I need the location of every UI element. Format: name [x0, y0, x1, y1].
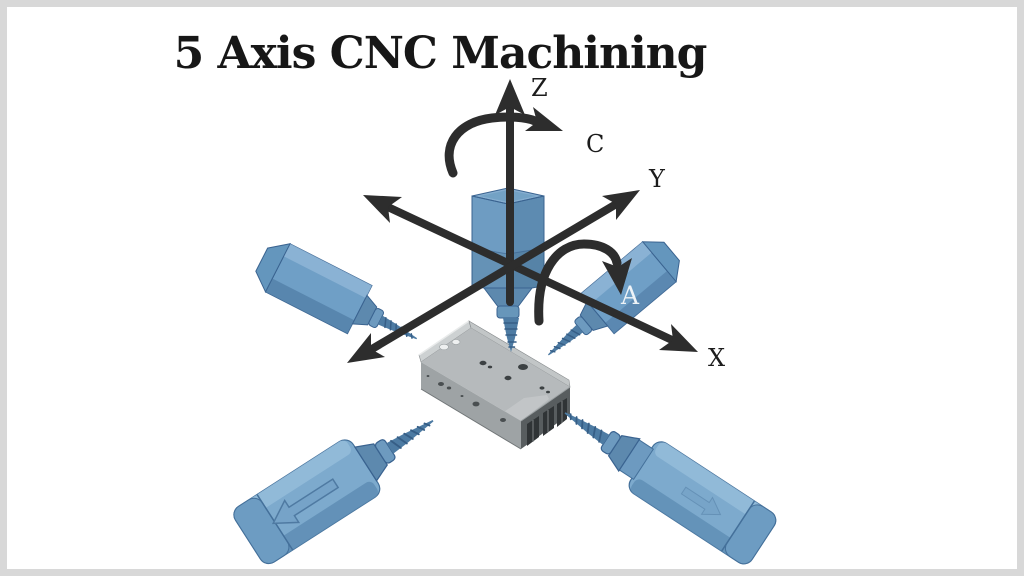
a-rotation-arrowhead-icon	[602, 258, 632, 295]
y-axis-line	[368, 199, 622, 353]
workpiece-hole	[504, 375, 512, 381]
workpiece-hole	[518, 364, 528, 370]
bottom-right-spindle-shade	[631, 479, 750, 564]
axes	[347, 79, 698, 363]
left-spindle-shade	[265, 278, 355, 334]
workpiece-hole	[487, 365, 493, 369]
c-rotation-arrowhead-icon	[525, 107, 563, 131]
z-axis-label: Z	[531, 74, 548, 102]
bottom-right-spindle	[553, 395, 777, 565]
vertical-spindle-body	[472, 196, 508, 292]
workpiece-hole	[426, 375, 430, 377]
workpiece-chamfer	[498, 395, 549, 421]
workpiece-hole	[472, 401, 480, 407]
workpiece-hole	[446, 386, 452, 390]
z-axis-arrowhead-icon	[495, 79, 525, 115]
workpiece-block	[418, 320, 571, 450]
y-axis-negative-arrowhead-icon	[347, 333, 385, 363]
workpiece-hole	[539, 386, 545, 390]
feed-direction-arrow-icon	[271, 478, 340, 525]
x-axis-line	[386, 204, 676, 344]
x-axis-arrowhead-icon	[659, 324, 698, 352]
a-rotation-arc	[534, 239, 622, 326]
feed-direction-arrow-icon	[680, 486, 722, 516]
page-title: 5 Axis CNC Machining	[174, 28, 707, 79]
x-axis-negative-arrowhead-icon	[363, 195, 402, 223]
bottom-left-spindle	[233, 402, 445, 565]
vertical-spindle-ring	[496, 305, 520, 319]
c-axis-label: C	[586, 130, 604, 158]
workpiece-hole	[438, 382, 444, 386]
left-spindle-highlight	[283, 243, 372, 299]
bottom-right-spindle-highlight	[655, 442, 774, 527]
y-axis-arrowhead-icon	[602, 190, 640, 220]
left-spindle	[255, 243, 425, 354]
workpiece-hole	[439, 343, 449, 351]
workpiece-hole	[479, 360, 487, 366]
workpiece-front-face	[421, 362, 521, 449]
workpiece-hole	[546, 390, 550, 394]
bottom-left-spindle-highlight	[235, 440, 351, 521]
y-axis-label: Y	[648, 165, 666, 193]
right-spindle-cap	[641, 241, 680, 283]
x-axis-label: X	[708, 344, 725, 372]
c-rotation-arc	[444, 112, 540, 178]
workpiece-hole	[500, 418, 506, 422]
bottom-left-spindle-shade	[262, 481, 378, 563]
a-axis-label: A	[620, 281, 640, 310]
workpiece-hole	[451, 339, 461, 345]
left-spindle-cap	[255, 243, 291, 294]
workpiece-hole	[460, 395, 464, 397]
